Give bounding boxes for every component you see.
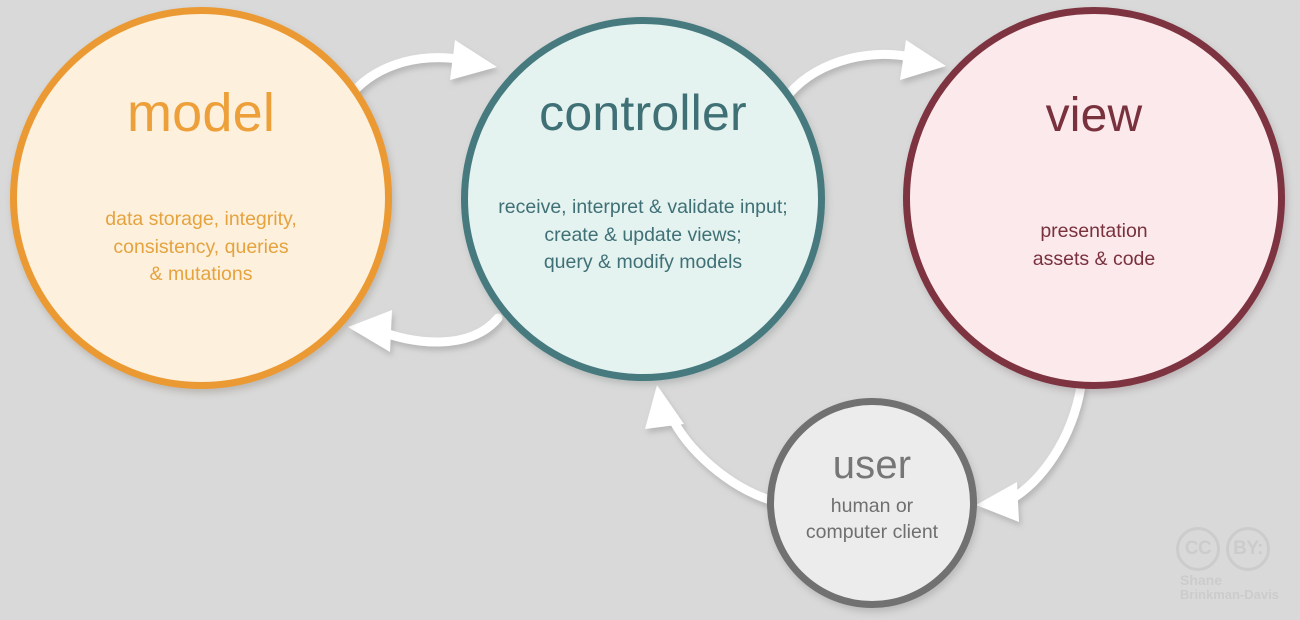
- node-model-description-line: & mutations: [149, 263, 253, 286]
- arrow-user-to-controller: [645, 385, 775, 505]
- node-user-description-line: computer client: [805, 521, 939, 544]
- node-controller-description-line: create & update views;: [544, 223, 742, 246]
- node-controller-description: receive, interpret & validate input; cre…: [498, 194, 787, 277]
- author-last-name: Brinkman-Davis: [1180, 586, 1279, 602]
- node-view-description-line: assets & code: [1032, 247, 1156, 270]
- node-model-description-line: consistency, queries: [113, 235, 289, 258]
- author-credit: Shane Brinkman-Davis: [1176, 573, 1288, 601]
- node-model[interactable]: model data storage, integrity, consisten…: [10, 7, 392, 389]
- node-user-description-line: human or: [830, 495, 914, 517]
- node-user[interactable]: user human or computer client: [767, 398, 977, 608]
- node-controller-description-line: query & modify models: [543, 251, 743, 274]
- cc-marks: CC BY:: [1176, 527, 1288, 571]
- node-view-title: view: [1045, 89, 1143, 142]
- node-view[interactable]: view presentation assets & code: [903, 7, 1285, 389]
- node-model-title: model: [126, 83, 276, 143]
- cc-by-icon: BY:: [1226, 527, 1270, 571]
- node-model-description-line: data storage, integrity,: [105, 208, 297, 230]
- node-controller[interactable]: controller receive, interpret & validate…: [461, 17, 825, 381]
- node-view-description: presentation assets & code: [1033, 218, 1155, 273]
- node-controller-title: controller: [539, 85, 747, 141]
- cc-icon: CC: [1176, 527, 1220, 571]
- author-first-name: Shane: [1180, 572, 1223, 588]
- creative-commons-badge: CC BY: Shane Brinkman-Davis: [1176, 527, 1288, 609]
- arrow-controller-to-view: [784, 40, 946, 99]
- node-view-description-line: presentation: [1040, 220, 1148, 242]
- arrow-model-to-controller: [337, 40, 497, 112]
- node-user-description: human or computer client: [806, 493, 938, 546]
- node-model-description: data storage, integrity, consistency, qu…: [105, 206, 297, 289]
- node-controller-description-line: receive, interpret & validate input;: [498, 196, 788, 218]
- node-user-title: user: [832, 443, 912, 487]
- arrow-view-to-user: [976, 381, 1086, 522]
- arrow-controller-to-model: [348, 310, 503, 352]
